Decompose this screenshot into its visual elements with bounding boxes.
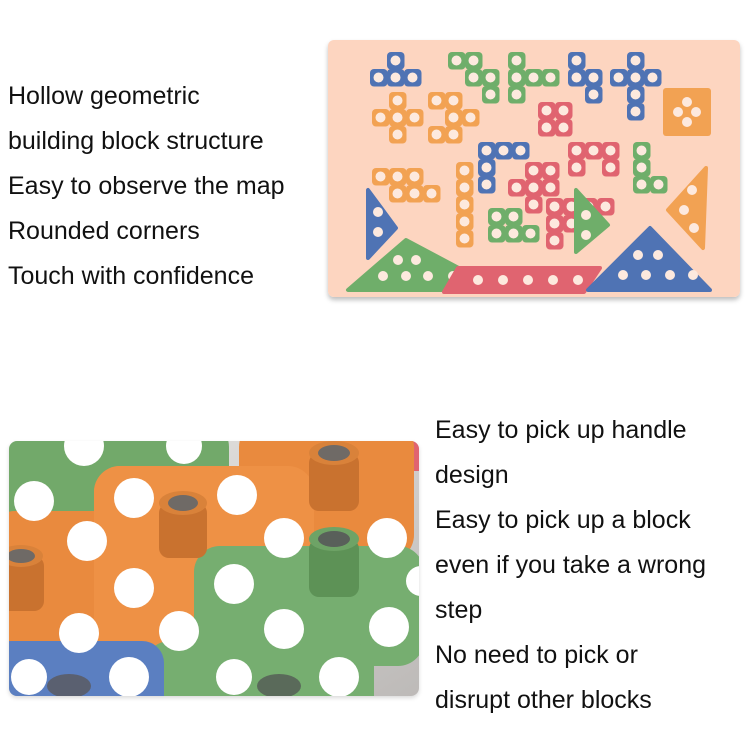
feature-line: Rounded corners bbox=[8, 217, 200, 245]
feature-line: disrupt other blocks bbox=[435, 686, 652, 714]
feature-line: design bbox=[435, 461, 509, 489]
feature-line: Easy to pick up handle bbox=[435, 416, 687, 444]
feature-line: No need to pick or bbox=[435, 641, 638, 669]
feature-line: Hollow geometric bbox=[8, 82, 200, 110]
feature-line: Easy to pick up a block bbox=[435, 506, 691, 534]
closeup-illustration bbox=[9, 441, 419, 696]
feature-line: Touch with confidence bbox=[8, 262, 254, 290]
board-illustration bbox=[328, 40, 740, 297]
feature-line: Easy to observe the map bbox=[8, 172, 285, 200]
feature-line: building block structure bbox=[8, 127, 264, 155]
bottom-feature-list: Easy to pick up handle design Easy to pi… bbox=[435, 408, 706, 723]
feature-line: step bbox=[435, 596, 483, 624]
top-feature-list: Hollow geometric building block structur… bbox=[8, 74, 285, 299]
block-closeup-image bbox=[9, 441, 419, 696]
feature-line: even if you take a wrong bbox=[435, 551, 706, 579]
puzzle-board-image bbox=[328, 40, 740, 297]
